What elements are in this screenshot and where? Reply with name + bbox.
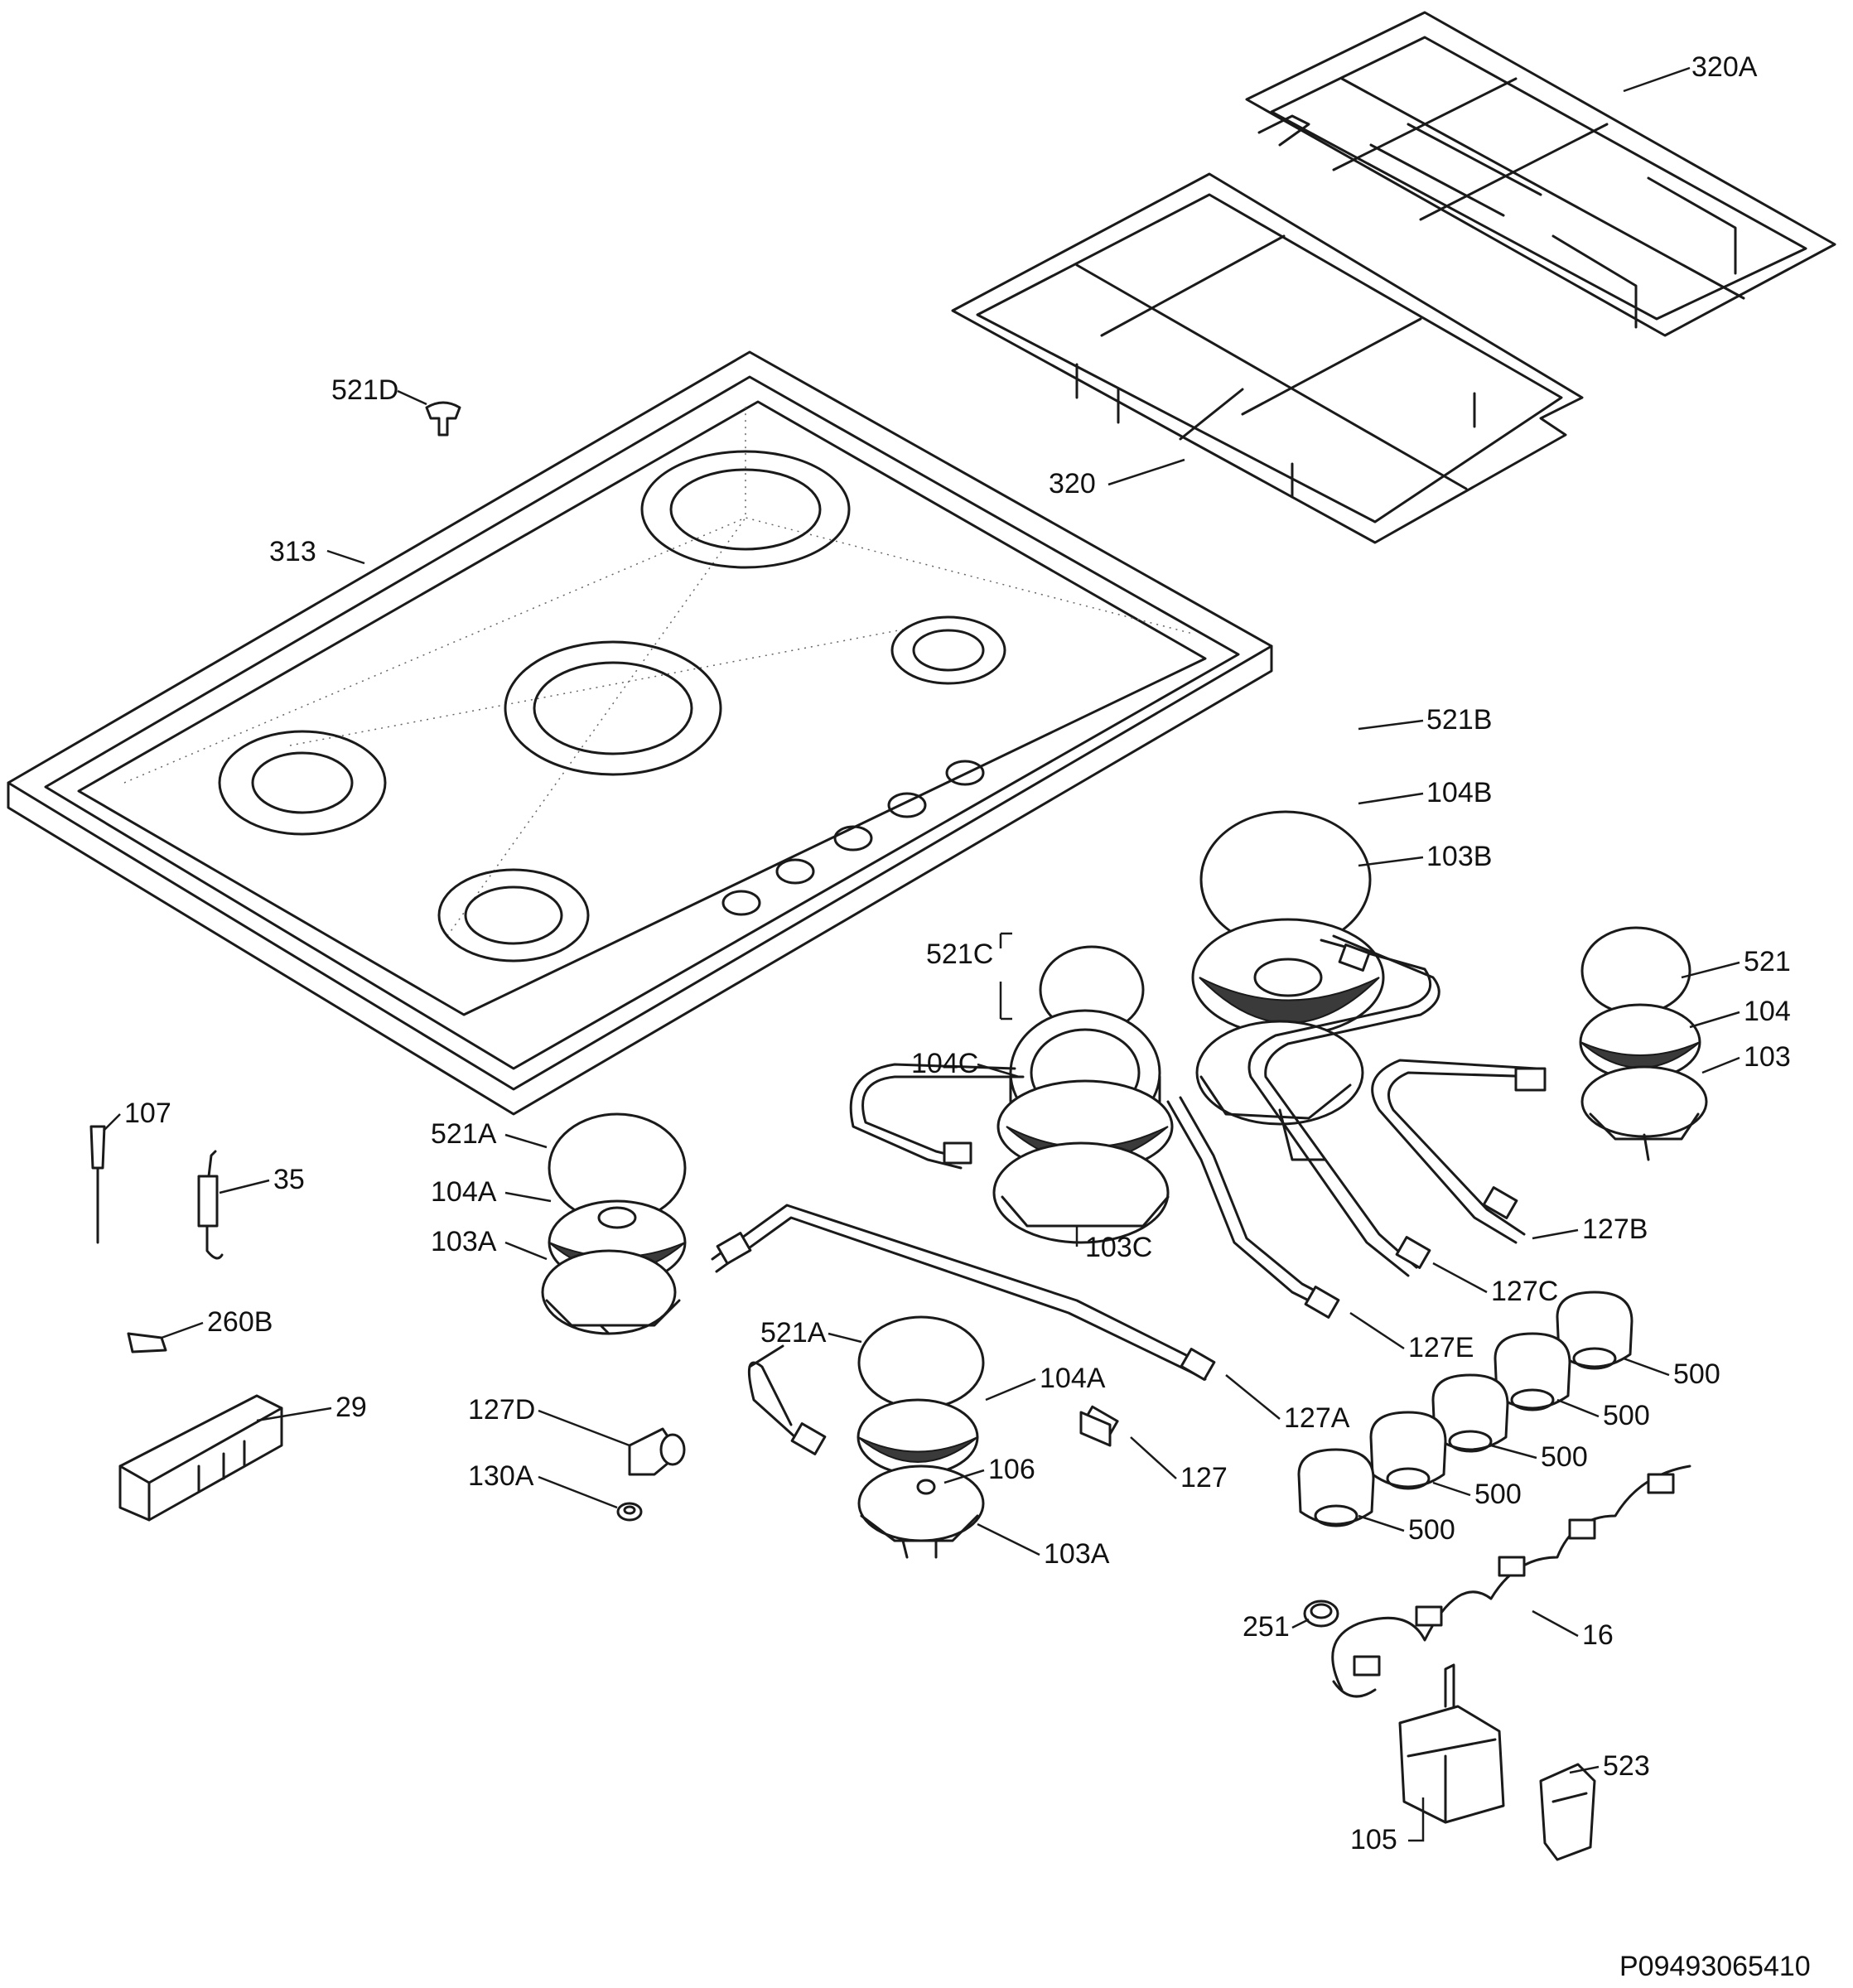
label-521b: 521B <box>1426 704 1492 736</box>
label-500-3: 500 <box>1541 1441 1588 1473</box>
label-521a-lower: 521A <box>760 1317 827 1349</box>
elbow-connector-127d <box>628 1427 686 1476</box>
gas-pipes <box>711 934 1547 1455</box>
label-127a: 127A <box>1284 1402 1350 1434</box>
electrode-35 <box>197 1150 224 1260</box>
label-104a-left: 104A <box>431 1176 497 1208</box>
washer-130a <box>616 1502 643 1522</box>
label-103c: 103C <box>1085 1232 1152 1263</box>
label-523: 523 <box>1603 1750 1650 1782</box>
label-106: 106 <box>988 1454 1035 1485</box>
label-320a: 320A <box>1691 51 1758 83</box>
label-127d: 127D <box>468 1394 535 1426</box>
burner-assembly-a-lower <box>857 1315 985 1559</box>
burner-assembly-c <box>992 945 1174 1244</box>
label-105: 105 <box>1350 1824 1397 1855</box>
control-knobs-500 <box>1297 1291 1633 1527</box>
connector-127 <box>1079 1411 1112 1447</box>
thermocouple-107 <box>89 1125 106 1244</box>
label-107: 107 <box>124 1098 171 1129</box>
label-500-5: 500 <box>1408 1514 1455 1546</box>
label-127b: 127B <box>1582 1214 1648 1245</box>
label-127e: 127E <box>1408 1332 1474 1363</box>
label-521: 521 <box>1744 946 1791 977</box>
ring-251 <box>1303 1600 1339 1628</box>
burner-assembly-right <box>1579 926 1708 1161</box>
label-104a-lower: 104A <box>1040 1363 1106 1394</box>
label-260b: 260B <box>207 1306 273 1338</box>
ignition-generator-29 <box>118 1394 283 1522</box>
label-500-2: 500 <box>1603 1400 1650 1431</box>
label-521c: 521C <box>926 939 993 970</box>
pan-support-320a <box>1245 11 1836 337</box>
hob-top-313 <box>7 350 1273 1116</box>
label-127: 127 <box>1180 1462 1228 1493</box>
document-code: P09493065410 <box>1619 1951 1811 1982</box>
label-313: 313 <box>269 536 316 567</box>
label-103: 103 <box>1744 1041 1791 1073</box>
label-500-1: 500 <box>1673 1358 1720 1390</box>
gas-tap-105 <box>1398 1663 1505 1824</box>
label-104: 104 <box>1744 996 1791 1027</box>
label-104c: 104C <box>911 1048 978 1079</box>
part-521d-small-cap <box>425 401 461 437</box>
burner-assembly-a-left <box>541 1112 687 1335</box>
label-103b: 103B <box>1426 841 1492 872</box>
label-521a-left: 521A <box>431 1118 497 1150</box>
part-labels: 320A 320 521D 313 521B 104B 103B 521C 10… <box>124 51 1811 1982</box>
wiring-harness-16 <box>1331 1464 1691 1698</box>
label-320: 320 <box>1049 468 1096 499</box>
label-16: 16 <box>1582 1619 1614 1651</box>
label-104b: 104B <box>1426 777 1492 808</box>
label-130a: 130A <box>468 1460 534 1492</box>
label-127c: 127C <box>1491 1276 1558 1307</box>
label-35: 35 <box>273 1164 305 1195</box>
label-500-4: 500 <box>1474 1479 1522 1510</box>
clip-523 <box>1539 1763 1596 1861</box>
leader-lines <box>103 66 1740 1842</box>
label-251: 251 <box>1243 1611 1290 1643</box>
label-103a-lower: 103A <box>1044 1538 1110 1570</box>
label-29: 29 <box>335 1392 367 1423</box>
pan-support-320 <box>951 172 1584 544</box>
clip-260b <box>127 1332 167 1353</box>
label-103a-left: 103A <box>431 1226 497 1257</box>
burner-assembly-b <box>1191 810 1385 1161</box>
label-521d: 521D <box>331 374 398 406</box>
